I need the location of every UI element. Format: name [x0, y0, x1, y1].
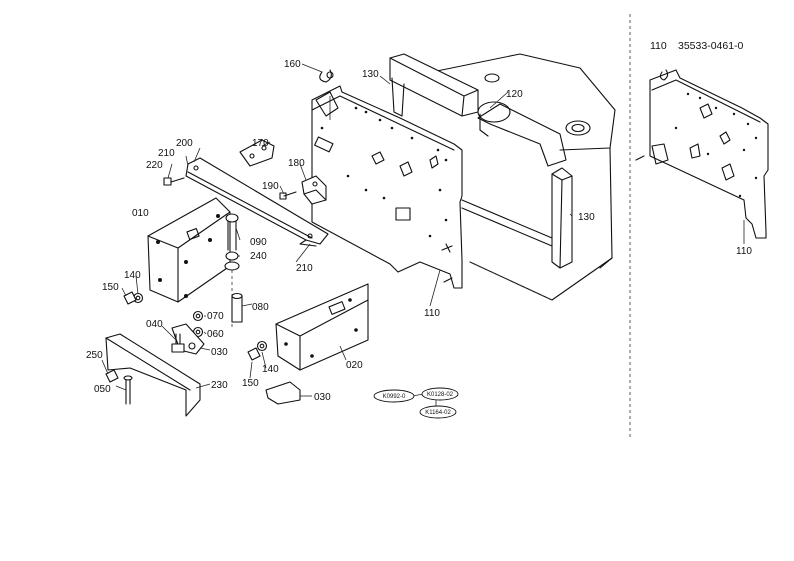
callout-030-left: 030	[211, 347, 228, 358]
callout-170: 170	[252, 138, 269, 149]
callout-070: 070	[207, 311, 224, 322]
bar-130-top	[389, 53, 479, 117]
callout-130-right: 130	[578, 212, 595, 223]
callout-030-lower: 030	[314, 392, 331, 403]
callout-190: 190	[262, 181, 279, 192]
inset-part-number: 110	[650, 40, 667, 52]
bolt-220	[163, 177, 185, 186]
callout-140-right: 140	[262, 364, 279, 375]
bracket-030-lower	[265, 381, 301, 405]
callout-150-right: 150	[242, 378, 259, 389]
callout-090: 090	[250, 237, 267, 248]
ref-oval-3	[419, 405, 457, 419]
bracket-170	[239, 139, 275, 167]
callout-210-upper: 210	[158, 148, 175, 159]
callout-020: 020	[346, 360, 363, 371]
callout-200: 200	[176, 138, 193, 149]
callout-110: 110	[424, 308, 440, 319]
box-bracket-010	[147, 197, 231, 303]
bar-130-right	[551, 167, 573, 269]
ref-oval-2	[421, 387, 459, 401]
bolt-040	[171, 333, 185, 353]
spacer-080	[231, 292, 243, 323]
bracket-180	[301, 175, 327, 205]
ref-oval-1	[373, 389, 415, 403]
ref-text-3: K1164-02	[425, 410, 451, 416]
bolt-090	[225, 213, 239, 251]
callout-130-top: 130	[362, 69, 379, 80]
callout-050: 050	[94, 384, 111, 395]
callout-150-left: 150	[102, 282, 119, 293]
bolt-190	[279, 191, 297, 200]
washer-140-right	[256, 340, 268, 352]
callout-160: 160	[284, 59, 301, 70]
inset-part-code: 35533-0461-0	[678, 40, 744, 52]
bracket-plate-top	[315, 91, 339, 117]
nut-150-right	[247, 347, 261, 361]
machine-body	[391, 53, 616, 301]
callout-060: 060	[207, 329, 224, 340]
callout-040: 040	[146, 319, 163, 330]
callout-labels: 160 130 120 170 200 210 220 180 190 010 …	[86, 59, 595, 403]
nut-250	[105, 369, 119, 383]
ref-text-1: K0992-0	[383, 394, 406, 400]
washer-070	[192, 310, 204, 322]
bar-200	[185, 157, 329, 247]
bracket-020	[275, 283, 369, 371]
reference-group: K0992-0 K0128-02 K1164-02	[373, 387, 459, 419]
callout-220: 220	[146, 160, 163, 171]
inset-callout-110: 110	[736, 246, 752, 257]
bracket-120	[477, 101, 567, 167]
callout-080: 080	[252, 302, 269, 313]
callout-120: 120	[506, 89, 523, 100]
callout-210-lower: 210	[296, 263, 313, 274]
callout-180: 180	[288, 158, 305, 169]
callout-140-left: 140	[124, 270, 141, 281]
inset-header: 110 35533-0461-0	[650, 40, 744, 52]
callout-250: 250	[86, 350, 103, 361]
plate-110	[311, 85, 463, 289]
bracket-160	[319, 69, 334, 83]
cover-230	[105, 333, 201, 417]
nut-150-left	[123, 291, 137, 305]
leader-lines	[101, 63, 573, 397]
bolt-050	[123, 375, 133, 405]
inset-plate-110	[635, 69, 769, 244]
callout-230: 230	[211, 380, 228, 391]
ref-text-2: K0128-02	[427, 392, 454, 398]
callout-010: 010	[132, 208, 149, 219]
callout-240: 240	[250, 251, 267, 262]
